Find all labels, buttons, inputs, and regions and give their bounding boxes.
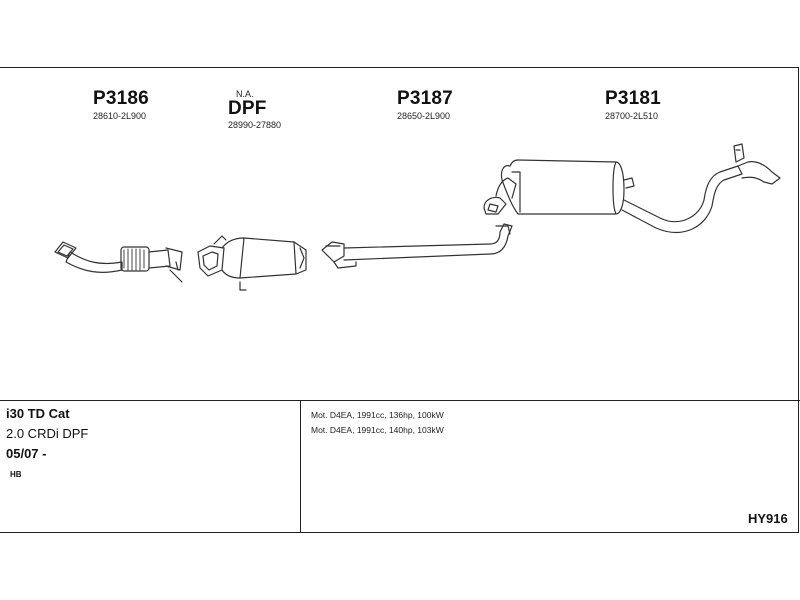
diagram-frame [0,67,799,533]
part-number-rear-silencer: 28700-2L510 [605,111,659,121]
system-reference: HY916 [748,511,788,526]
vehicle-engine: 2.0 CRDi DPF [6,426,89,441]
dpf-availability-note: N.A. [236,89,254,99]
part-code-front-pipe: P3186 [93,88,149,109]
part-code-middle-pipe: P3187 [397,88,453,109]
table-divider-vertical [300,400,301,532]
dpf-drawing [197,235,307,291]
rear-silencer-drawing [483,143,781,233]
part-code-dpf: DPF [228,98,267,119]
table-divider-horizontal [0,400,800,401]
part-code-rear-silencer: P3181 [605,88,661,109]
part-number-dpf: 28990-27880 [228,120,282,130]
front-pipe-drawing [54,241,183,283]
part-number-middle-pipe: 28650-2L900 [397,111,451,121]
middle-pipe-drawing [321,223,513,269]
part-number-front-pipe: 28610-2L900 [93,111,147,121]
vehicle-body-type: HB [10,470,22,479]
motor-spec-1: Mot. D4EA, 1991cc, 136hp, 100kW [311,410,444,420]
vehicle-date: 05/07 - [6,446,47,461]
motor-spec-2: Mot. D4EA, 1991cc, 140hp, 103kW [311,425,444,435]
vehicle-model: i30 TD Cat [6,406,70,421]
